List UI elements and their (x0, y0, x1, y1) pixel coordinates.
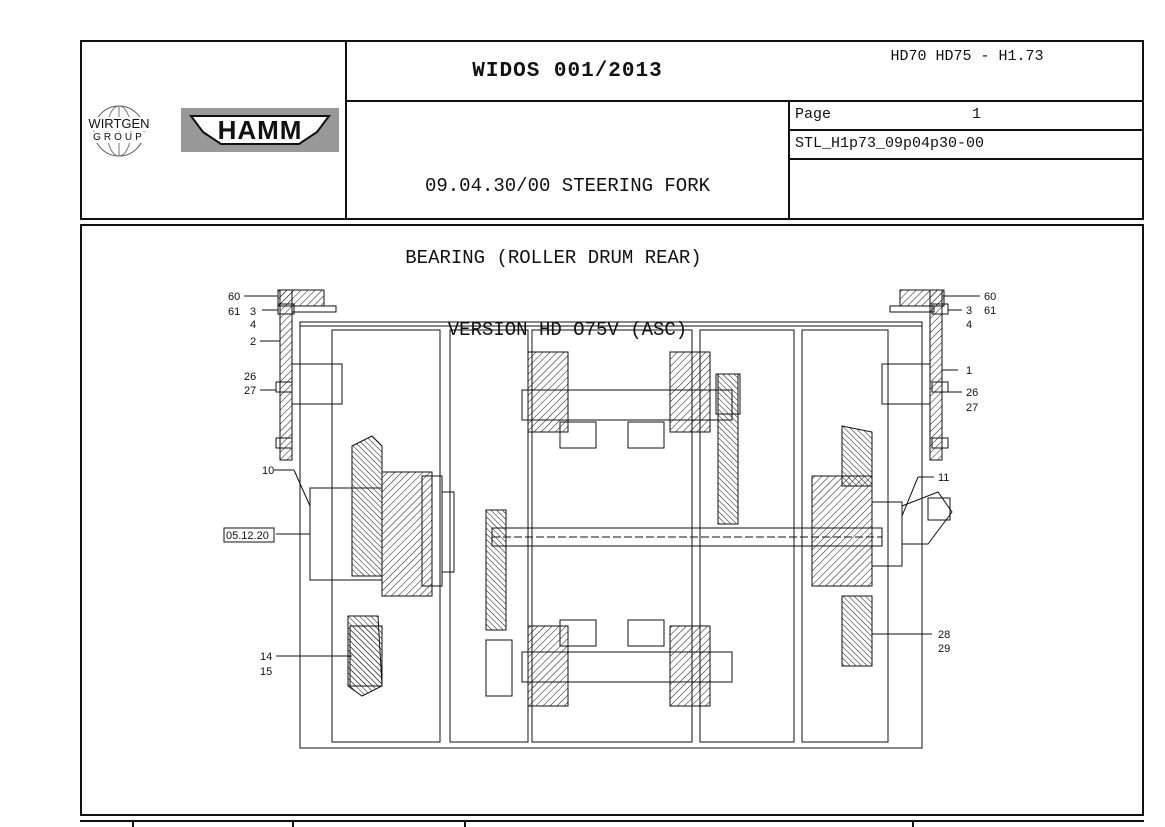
callout-15-left: 15 (260, 666, 272, 678)
bottom-strip (80, 820, 1144, 827)
callout-27-right: 27 (966, 402, 978, 414)
hamm-text: HAMM (217, 115, 303, 145)
callout-14-left: 14 (260, 651, 272, 663)
callout-26-left: 26 (244, 371, 256, 383)
divider-logo (345, 40, 347, 220)
callout-26-right: 26 (966, 387, 978, 399)
callout-60-right: 60 (984, 291, 996, 303)
document-code: WIDOS 001/2013 (472, 60, 663, 83)
callout-2-left: 2 (250, 336, 256, 348)
hamm-logo: HAMM (181, 108, 339, 152)
callout-1-right: 1 (966, 365, 972, 377)
globe-icon (93, 105, 145, 157)
description-line-1: 09.04.30/00 STEERING FORK (424, 175, 711, 197)
model-list: HD70 HD75 - H1.73 (890, 48, 1044, 65)
callout-61-right: 61 (984, 305, 996, 317)
callout-11-right: 11 (938, 472, 949, 484)
wing-icon (189, 115, 331, 145)
description-line-2: BEARING (ROLLER DRUM REAR) (405, 247, 702, 269)
divider-info (788, 100, 790, 220)
wirtgen-logo: WIRTGEN GROUP (86, 104, 152, 158)
wirtgen-group-text: GROUP (86, 132, 152, 143)
divider-page (788, 129, 1144, 131)
callout-4-left: 4 (250, 319, 256, 331)
callout-3-left: 3 (250, 306, 256, 318)
wirtgen-text: WIRTGEN (86, 117, 152, 131)
reference-box (223, 527, 275, 543)
drawing-frame (80, 224, 1144, 816)
divider-file (788, 158, 1144, 160)
page-number: 1 (972, 106, 982, 123)
divider-title (345, 100, 1144, 102)
callout-28-right: 28 (938, 629, 950, 641)
callout-61-left: 61 (228, 306, 240, 318)
page-label: Page (795, 106, 832, 123)
technical-drawing: 60 61 3 4 2 26 27 10 05.12.20 14 15 60 3… (223, 289, 996, 749)
callout-ref-left: 05.12.20 (226, 530, 269, 542)
callout-4-right: 4 (966, 319, 972, 331)
callout-10-left: 10 (262, 465, 274, 477)
callout-29-right: 29 (938, 643, 950, 655)
callout-3-right: 3 (966, 305, 972, 317)
file-id: STL_H1p73_09p04p30-00 (795, 135, 985, 152)
callout-60-left: 60 (228, 291, 240, 303)
callout-27-left: 27 (244, 385, 256, 397)
